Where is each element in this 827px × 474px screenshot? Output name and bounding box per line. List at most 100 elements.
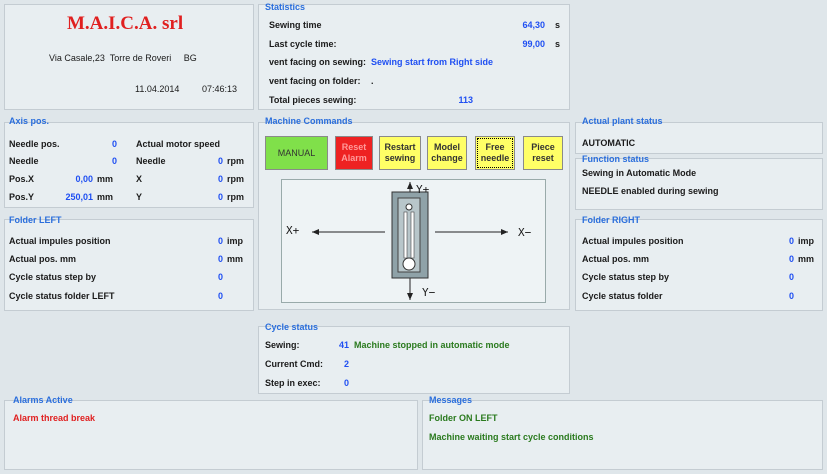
current-time: 07:46:13 bbox=[202, 84, 238, 94]
restart-sewing-button[interactable]: Restart sewing bbox=[379, 136, 421, 170]
folder-right-title: Folder RIGHT bbox=[582, 215, 640, 225]
folder-right-step-value: 0 bbox=[788, 272, 794, 282]
function-status-line1: Sewing in Automatic Mode bbox=[582, 168, 697, 178]
sewing-time-label: Sewing time bbox=[269, 20, 322, 30]
cycle-sewing-text: Machine stopped in automatic mode bbox=[354, 340, 510, 350]
folder-right-step-label: Cycle status step by bbox=[582, 272, 670, 282]
statistics-panel: Statistics Sewing time 64,30 s Last cycl… bbox=[258, 2, 570, 110]
vent-sewing-label: vent facing on sewing: bbox=[269, 57, 367, 67]
machine-commands-title: Machine Commands bbox=[265, 116, 353, 126]
y-speed-unit: rpm bbox=[227, 192, 245, 202]
needle-pos-value: 0 bbox=[111, 139, 117, 149]
current-cmd-value: 2 bbox=[343, 359, 349, 369]
alarm-item: Alarm thread break bbox=[13, 413, 96, 423]
sewing-time-unit: s bbox=[555, 20, 561, 30]
folder-left-pos-label: Actual pos. mm bbox=[9, 254, 77, 264]
function-status-panel: Function status Sewing in Automatic Mode… bbox=[575, 154, 823, 210]
cycle-sewing-value: 41 bbox=[338, 340, 349, 350]
messages-panel: Messages Folder ON LEFT Machine waiting … bbox=[422, 395, 823, 470]
needle-speed-value: 0 bbox=[217, 156, 223, 166]
folder-right-impulses-value: 0 bbox=[788, 236, 794, 246]
posx-label: Pos.X bbox=[9, 174, 35, 184]
last-cycle-unit: s bbox=[555, 39, 561, 49]
message-item: Machine waiting start cycle conditions bbox=[429, 432, 594, 442]
posy-unit: mm bbox=[97, 192, 114, 202]
folder-left-status-label: Cycle status folder LEFT bbox=[9, 291, 115, 301]
reset-alarm-button[interactable]: Reset Alarm bbox=[335, 136, 373, 170]
needle-value: 0 bbox=[111, 156, 117, 166]
folder-right-pos-value: 0 bbox=[788, 254, 794, 264]
statistics-title: Statistics bbox=[265, 2, 306, 12]
x-speed-value: 0 bbox=[217, 174, 223, 184]
plant-status-title: Actual plant status bbox=[582, 116, 663, 126]
function-status-line2: NEEDLE enabled during sewing bbox=[582, 186, 719, 196]
plant-status-value: AUTOMATIC bbox=[582, 138, 636, 148]
company-logo: M.A.I.C.A. srl bbox=[67, 13, 184, 34]
folder-left-impulses-value: 0 bbox=[217, 236, 223, 246]
x-speed-label: X bbox=[136, 174, 143, 184]
message-item: Folder ON LEFT bbox=[429, 413, 498, 423]
folder-left-pos-value: 0 bbox=[217, 254, 223, 264]
alarms-title: Alarms Active bbox=[13, 395, 73, 405]
vent-folder-value: . bbox=[371, 76, 374, 86]
folder-right-status-value: 0 bbox=[788, 291, 794, 301]
piece-reset-button[interactable]: Piece reset bbox=[523, 136, 563, 170]
y-speed-value: 0 bbox=[217, 192, 223, 202]
y-plus-label: Y+ bbox=[416, 183, 430, 196]
x-minus-label: X− bbox=[518, 226, 532, 239]
folder-right-status-label: Cycle status folder bbox=[582, 291, 663, 301]
folder-right-pos-label: Actual pos. mm bbox=[582, 254, 650, 264]
cycle-status-title: Cycle status bbox=[265, 322, 319, 332]
needle-pos-label: Needle pos. bbox=[9, 139, 60, 149]
folder-left-pos-unit: mm bbox=[227, 254, 244, 264]
folder-left-step-label: Cycle status step by bbox=[9, 272, 97, 282]
current-cmd-label: Current Cmd: bbox=[265, 359, 323, 369]
posx-value: 0,00 bbox=[75, 174, 93, 184]
free-needle-button[interactable]: Free needle bbox=[475, 136, 515, 170]
posy-label: Pos.Y bbox=[9, 192, 35, 202]
x-speed-unit: rpm bbox=[227, 174, 245, 184]
header-panel: M.A.I.C.A. srl Via Casale,23 Torre de Ro… bbox=[4, 4, 254, 110]
motor-speed-label: Actual motor speed bbox=[136, 139, 221, 149]
x-plus-label: X+ bbox=[286, 224, 300, 237]
sewing-time-value: 64,30 bbox=[522, 20, 545, 30]
cycle-status-panel: Cycle status Sewing: 41 Machine stopped … bbox=[258, 322, 570, 394]
folder-left-impulses-label: Actual impules position bbox=[9, 236, 111, 246]
vent-folder-label: vent facing on folder: bbox=[269, 76, 361, 86]
total-pieces-label: Total pieces sewing: bbox=[269, 95, 357, 105]
needle-label: Needle bbox=[9, 156, 39, 166]
current-date: 11.04.2014 bbox=[135, 84, 180, 94]
total-pieces-value: 113 bbox=[458, 95, 473, 105]
folder-right-pos-unit: mm bbox=[798, 254, 815, 264]
needle-speed-label: Needle bbox=[136, 156, 166, 166]
company-address: Via Casale,23 Torre de Roveri BG bbox=[49, 53, 197, 63]
step-exec-label: Step in exec: bbox=[265, 378, 321, 388]
folder-right-impulses-label: Actual impules position bbox=[582, 236, 684, 246]
model-change-button[interactable]: Model change bbox=[427, 136, 467, 170]
folder-left-panel: Folder LEFT Actual impules position 0 im… bbox=[4, 215, 254, 311]
y-speed-label: Y bbox=[136, 192, 143, 202]
step-exec-value: 0 bbox=[343, 378, 349, 388]
posx-unit: mm bbox=[97, 174, 114, 184]
messages-title: Messages bbox=[429, 395, 473, 405]
alarms-panel: Alarms Active Alarm thread break bbox=[4, 395, 418, 470]
cycle-sewing-label: Sewing: bbox=[265, 340, 300, 350]
folder-left-step-value: 0 bbox=[217, 272, 223, 282]
y-minus-label: Y− bbox=[422, 286, 436, 299]
folder-left-title: Folder LEFT bbox=[9, 215, 62, 225]
last-cycle-value: 99,00 bbox=[522, 39, 545, 49]
folder-left-status-value: 0 bbox=[217, 291, 223, 301]
axis-diagram: Y+ Y− X+ X− bbox=[281, 179, 546, 303]
needle-speed-unit: rpm bbox=[227, 156, 245, 166]
folder-right-panel: Folder RIGHT Actual impules position 0 i… bbox=[575, 215, 823, 311]
needle-head-diagram bbox=[312, 182, 508, 300]
vent-sewing-value: Sewing start from Right side bbox=[371, 57, 494, 67]
machine-commands-panel: Machine Commands MANUAL Reset Alarm Rest… bbox=[258, 116, 570, 310]
last-cycle-label: Last cycle time: bbox=[269, 39, 337, 49]
folder-right-impulses-unit: imp bbox=[798, 236, 815, 246]
axis-title: Axis pos. bbox=[9, 116, 50, 126]
folder-left-impulses-unit: imp bbox=[227, 236, 244, 246]
plant-status-panel: Actual plant status AUTOMATIC bbox=[575, 116, 823, 154]
manual-button[interactable]: MANUAL bbox=[265, 136, 328, 170]
posy-value: 250,01 bbox=[65, 192, 93, 202]
